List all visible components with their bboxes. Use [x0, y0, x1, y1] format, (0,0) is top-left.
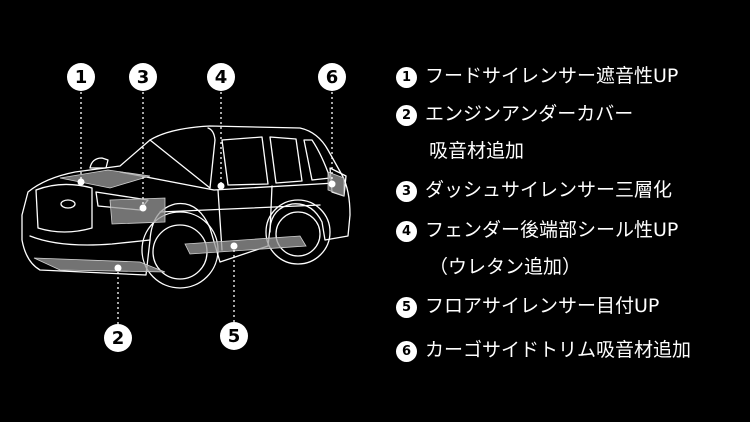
- legend-text-3: ダッシュサイレンサー三層化: [425, 179, 673, 201]
- hood-silencer-area: [59, 169, 151, 189]
- leader-dot-5: [230, 242, 238, 250]
- legend-item-1: 1 フードサイレンサー遮音性UP: [396, 64, 678, 95]
- engine-undercover-area: [33, 257, 166, 273]
- emblem: [60, 199, 76, 209]
- legend-badge-6: 6: [396, 341, 417, 362]
- legend-text-5: フロアサイレンサー目付UP: [425, 295, 660, 317]
- callout-4: 4: [207, 63, 235, 91]
- legend-badge-1: 1: [396, 67, 417, 88]
- callout-5: 5: [220, 322, 248, 350]
- belt-line: [119, 171, 336, 191]
- side-mirror: [89, 157, 109, 169]
- callout-2: 2: [104, 324, 132, 352]
- side-window-front: [221, 136, 269, 186]
- legend-item-5: 5 フロアサイレンサー目付UP: [396, 294, 659, 325]
- front-grille: [35, 183, 93, 233]
- legend-text-4b: （ウレタン追加）: [429, 256, 582, 278]
- rear-wheel-arch: [265, 199, 331, 265]
- legend-item-3: 3 ダッシュサイレンサー三層化: [396, 178, 672, 209]
- dash-silencer-area: [109, 197, 166, 225]
- door-line-rear: [269, 185, 273, 233]
- leader-dot-4: [217, 182, 225, 190]
- leader-dot-6: [328, 180, 336, 188]
- rear-wheel: [275, 211, 321, 257]
- character-line: [159, 204, 321, 213]
- legend-item-6: 6 カーゴサイドトリム吸音材追加: [396, 338, 691, 369]
- leader-dot-3: [139, 204, 147, 212]
- legend-item-2: 2 エンジンアンダーカバー 吸音材追加: [396, 102, 633, 170]
- legend-badge-3: 3: [396, 181, 417, 202]
- legend-text-2b: 吸音材追加: [429, 140, 525, 162]
- legend-badge-4: 4: [396, 221, 417, 242]
- front-bumper: [29, 235, 151, 246]
- floor-silencer-area: [184, 235, 307, 255]
- leader-dot-1: [77, 178, 85, 186]
- door-line-front: [217, 189, 223, 251]
- legend-text-6: カーゴサイドトリム吸音材追加: [425, 339, 692, 361]
- legend-text-4a: フェンダー後端部シール性UP: [425, 219, 679, 241]
- legend-item-4: 4 フェンダー後端部シール性UP （ウレタン追加）: [396, 218, 678, 286]
- legend-text-2a: エンジンアンダーカバー: [425, 103, 634, 125]
- legend-badge-2: 2: [396, 105, 417, 126]
- windshield: [149, 127, 216, 189]
- leader-dot-2: [114, 264, 122, 272]
- callout-1: 1: [67, 63, 95, 91]
- side-window-rear: [269, 136, 303, 184]
- callout-6: 6: [318, 63, 346, 91]
- legend-badge-5: 5: [396, 297, 417, 318]
- callout-3: 3: [129, 63, 157, 91]
- legend-text-1: フードサイレンサー遮音性UP: [425, 65, 679, 87]
